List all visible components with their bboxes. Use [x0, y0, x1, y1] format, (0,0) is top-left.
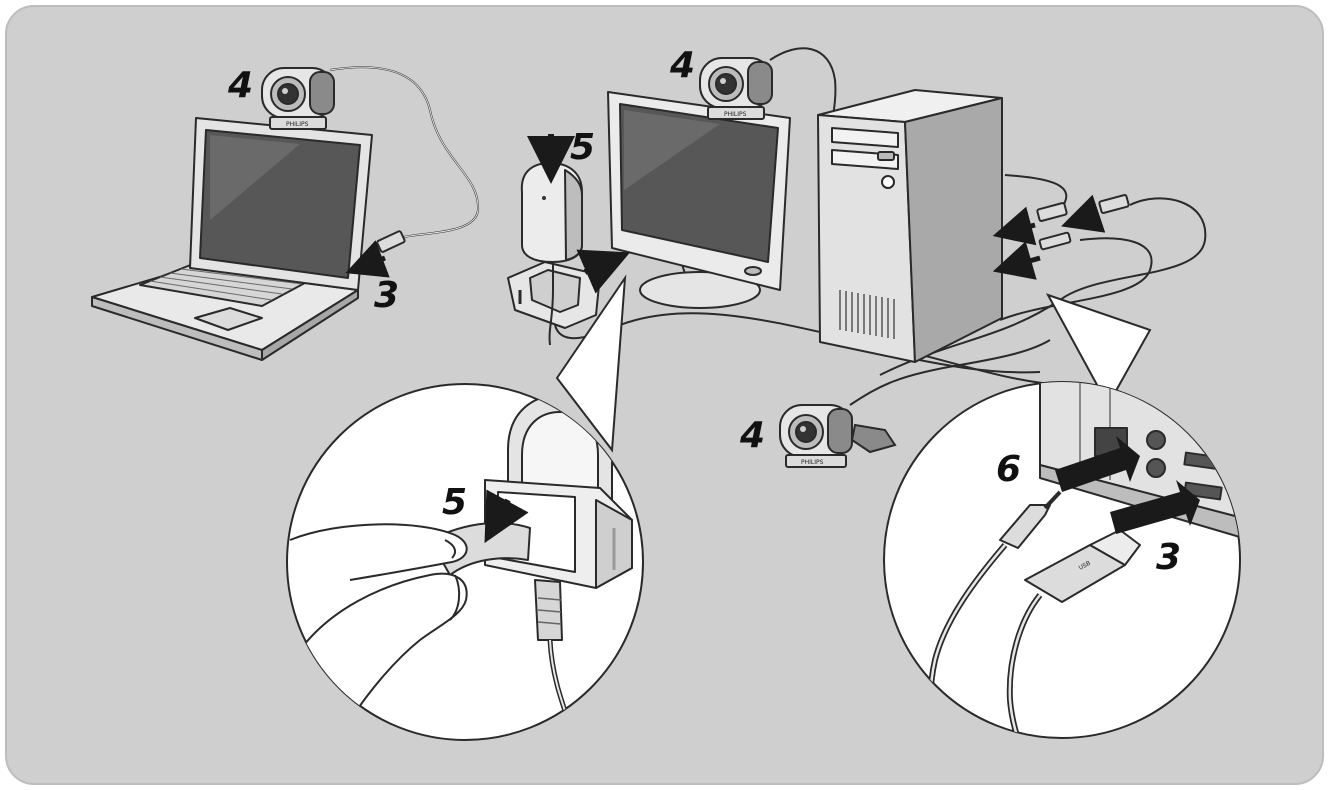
pc-tower-icon	[817, 89, 1003, 363]
zoom-callout-ports: USB	[883, 293, 1241, 739]
hand-icon	[289, 523, 468, 721]
mic-clip-inner	[529, 269, 581, 313]
laptop-base-side	[261, 289, 359, 361]
svg-text:PHILIPS: PHILIPS	[801, 459, 824, 466]
tower-rear-cable-3	[999, 237, 1153, 321]
hand-finger	[299, 572, 468, 721]
zoom-mic-strain-relief	[534, 579, 563, 641]
step-label-laptop-usb: 3	[374, 275, 400, 316]
monitor-stand-base	[639, 271, 761, 309]
standalone-webcam-clip	[850, 423, 897, 454]
zoom-mic-pointer	[555, 274, 627, 453]
mic-body-shade	[564, 169, 583, 261]
mic-arrows	[527, 134, 631, 294]
tower-rear-arrows	[992, 194, 1106, 280]
tower-arrow-2-icon	[992, 241, 1041, 280]
tower-arrow-3-icon	[1061, 194, 1106, 233]
zoom-mic-arrow-icon	[484, 489, 529, 544]
monitor-screen-glare	[624, 110, 720, 190]
tower-drive-button	[877, 151, 895, 161]
step-label-monitor-webcam: 4	[670, 45, 696, 86]
monitor-webcam-icon: PHILIPS	[699, 57, 773, 120]
step-label-zoom-usb-plug: 3	[1156, 537, 1182, 578]
tower-arrow-1-icon	[992, 206, 1037, 246]
zoom-ports-pointer	[1045, 293, 1152, 408]
standalone-webcam-cable	[849, 339, 1051, 406]
zoom-audio-jack-1	[1146, 430, 1166, 450]
step-label-zoom-audio-plug: 6	[996, 449, 1022, 490]
tower-rear-cable-2	[879, 197, 1207, 376]
zoom-mic-head-inner	[521, 411, 599, 493]
hand-thumb	[289, 523, 468, 581]
laptop-screen-glare	[210, 135, 300, 220]
laptop-webcam-icon: PHILIPS	[261, 67, 335, 130]
monitor-icon	[607, 91, 791, 309]
tower-rear-usb-plug-icon	[1036, 194, 1130, 251]
zoom-usb-arrow-icon	[1110, 480, 1200, 534]
mic-cable	[548, 262, 554, 346]
zoom-callout-mic	[286, 274, 644, 741]
standalone-webcam-icon: PHILIPS	[779, 404, 897, 468]
svg-text:PHILIPS: PHILIPS	[724, 111, 747, 118]
zoom-audio-jack-2	[1146, 458, 1166, 478]
laptop-icon	[91, 117, 406, 361]
step-label-laptop-webcam: 4	[228, 65, 254, 106]
laptop-trackpad	[194, 307, 263, 331]
laptop-usb-arrow-icon	[345, 240, 390, 278]
step-label-zoom-mic-tab: 5	[442, 482, 468, 523]
tower-side	[904, 97, 1003, 363]
svg-text:PHILIPS: PHILIPS	[286, 121, 309, 128]
mic-clip-arrow-icon	[576, 249, 631, 294]
tower-power-button	[881, 175, 895, 189]
tower-vents	[839, 290, 895, 339]
step-label-mic-clip: 5	[570, 127, 596, 168]
tower-drive-bay-1	[831, 127, 899, 148]
step-label-standalone-webcam: 4	[740, 415, 766, 456]
zoom-audio-arrow-icon	[1055, 436, 1140, 492]
usb-plug-icon: USB	[1006, 529, 1141, 738]
laptop-webcam-cable-inner	[329, 66, 479, 239]
svg-text:USB: USB	[1078, 560, 1092, 572]
monitor-power-button	[744, 266, 762, 276]
